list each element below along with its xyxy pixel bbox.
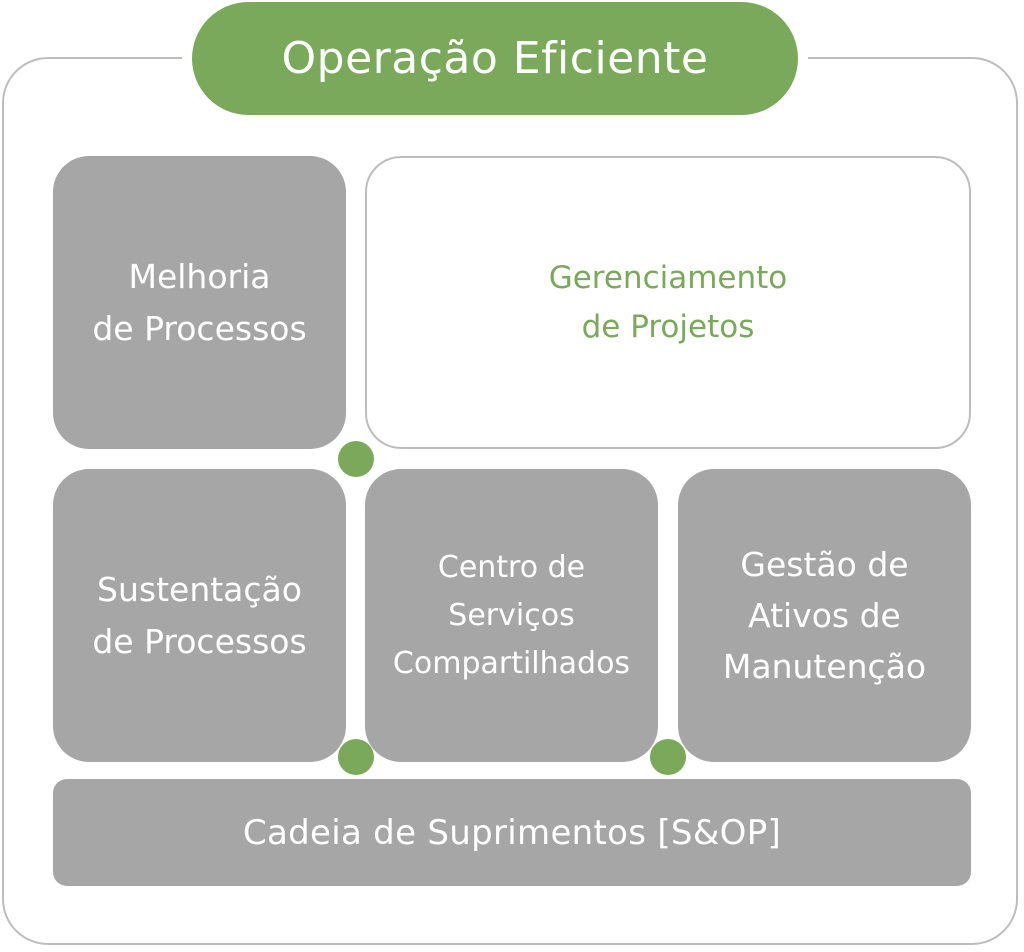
block-cadeia-de-suprimentos: Cadeia de Suprimentos [S&OP] [53, 779, 971, 886]
block-melhoria-de-processos: Melhoria de Processos [53, 156, 346, 449]
connector-dot-bottom-left [338, 739, 374, 775]
title-text: Operação Eficiente [281, 33, 709, 84]
title-pill: Operação Eficiente [192, 2, 798, 115]
block-centro-label: Centro de Serviços Compartilhados [392, 549, 631, 681]
connector-dot-bottom-right [650, 739, 686, 775]
connector-dot-top [338, 441, 374, 477]
block-sustentacao-label: Sustentação de Processos [92, 570, 307, 661]
block-sustentacao-de-processos: Sustentação de Processos [53, 469, 346, 762]
block-cadeia-label: Cadeia de Suprimentos [S&OP] [242, 812, 782, 853]
block-gestao-label: Gestão de Ativos de Manutenção [722, 544, 927, 687]
block-gerenciamento-label: Gerenciamento de Projetos [548, 260, 788, 345]
block-gerenciamento-de-projetos: Gerenciamento de Projetos [365, 156, 971, 449]
block-centro-de-servicos: Centro de Serviços Compartilhados [365, 469, 658, 762]
block-melhoria-label: Melhoria de Processos [92, 257, 307, 348]
block-gestao-de-ativos: Gestão de Ativos de Manutenção [678, 469, 971, 762]
